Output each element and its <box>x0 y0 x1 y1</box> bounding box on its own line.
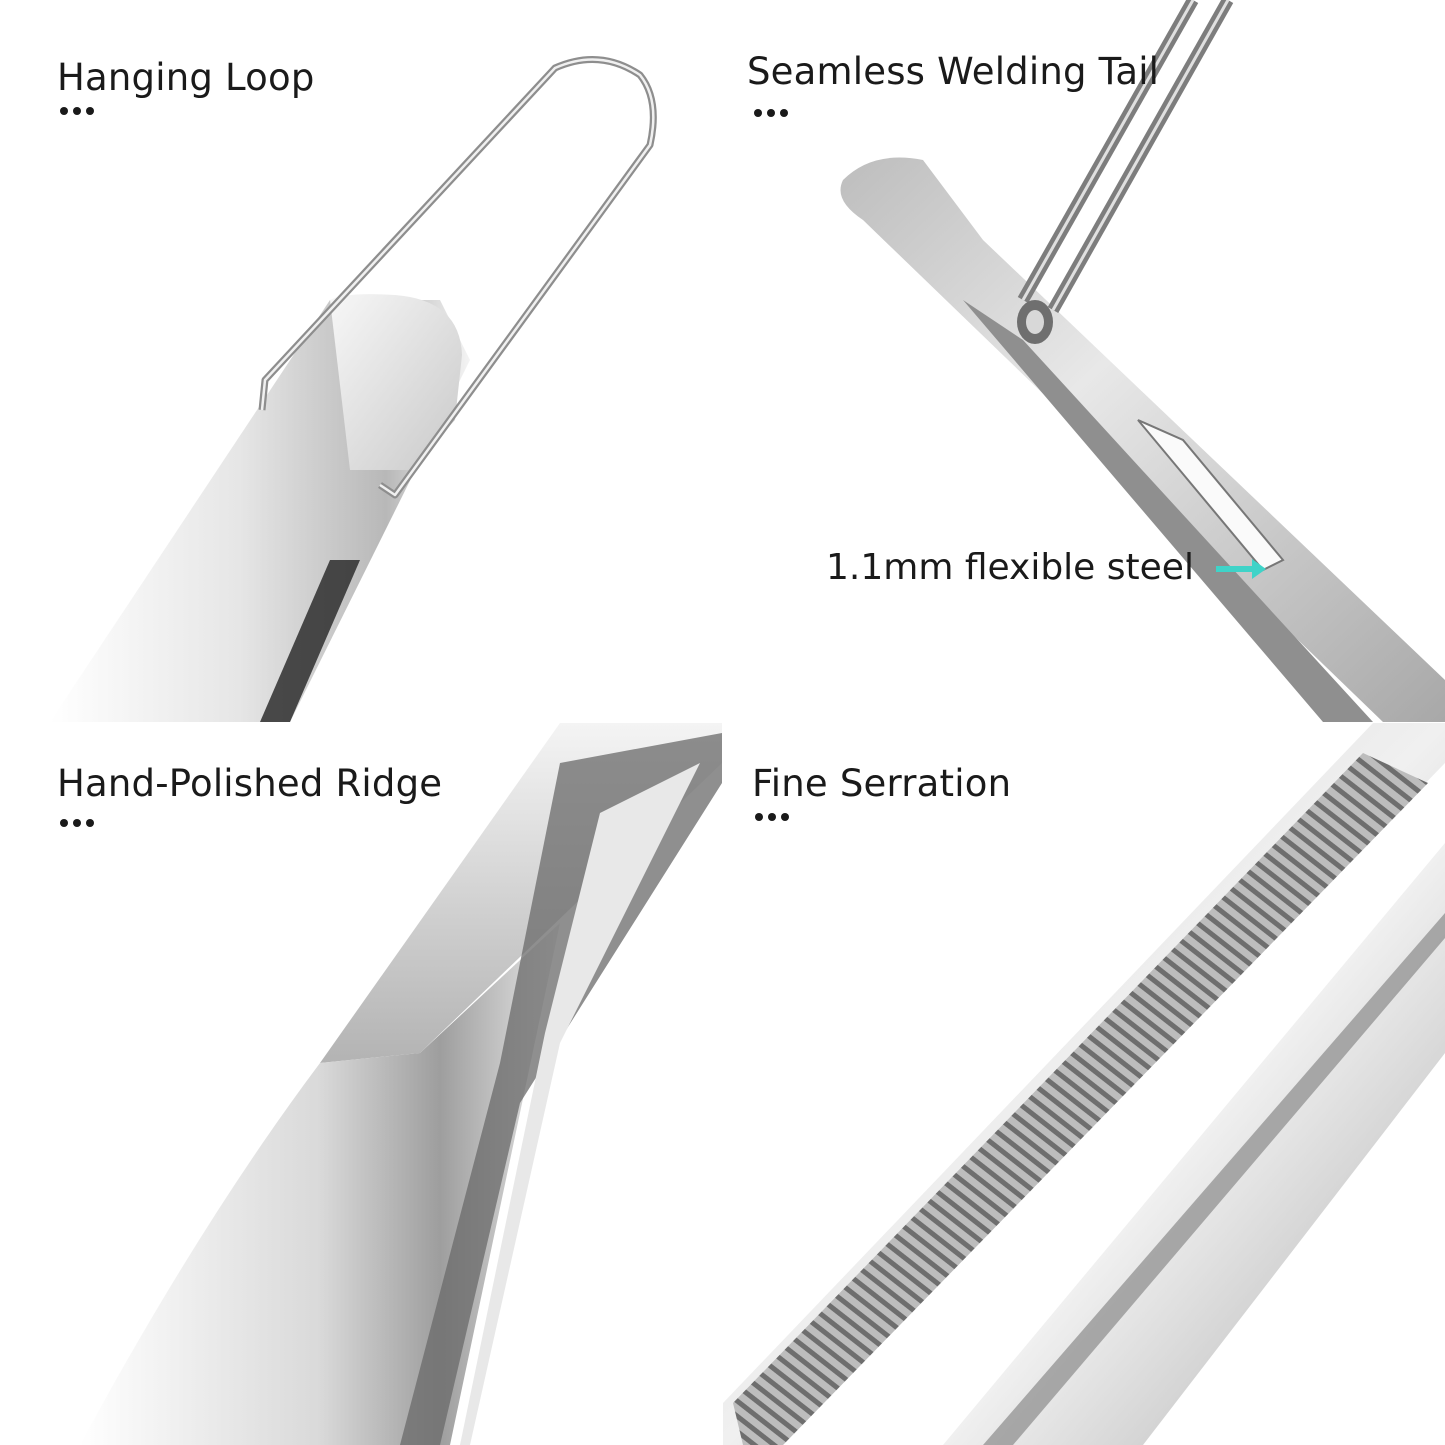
panel-title: Hand-Polished Ridge <box>57 762 443 805</box>
panel-hanging-loop: Hanging Loop <box>0 0 722 722</box>
arrow-right-icon <box>1216 559 1266 579</box>
panel-title: Fine Serration <box>752 762 1012 805</box>
ellipsis-icon <box>60 819 94 827</box>
ellipsis-icon <box>60 107 94 115</box>
panel-title: Hanging Loop <box>57 56 315 99</box>
hanging-loop-illustration <box>50 56 657 722</box>
ellipsis-icon <box>755 813 789 821</box>
panel-welding-tail: Seamless Welding Tail 1.1mm flexible ste… <box>723 0 1445 722</box>
thickness-annotation: 1.1mm flexible steel <box>826 547 1194 588</box>
fine-serration-illustration <box>723 723 1445 1445</box>
panel-fine-serration: Fine Serration <box>723 723 1445 1445</box>
polished-ridge-illustration <box>80 723 722 1445</box>
ellipsis-icon <box>754 109 788 117</box>
panel-polished-ridge: Hand-Polished Ridge <box>0 723 722 1445</box>
panel-title: Seamless Welding Tail <box>747 50 1160 93</box>
welding-tail-illustration <box>840 0 1445 722</box>
